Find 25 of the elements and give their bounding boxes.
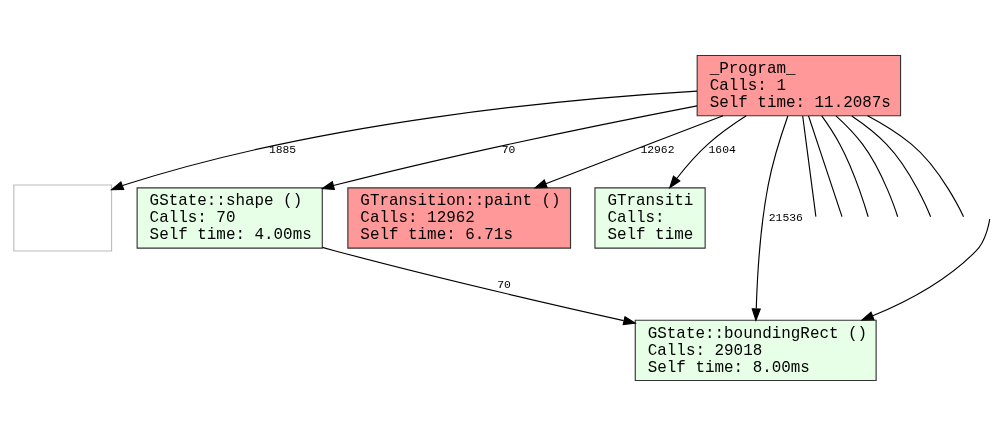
node-box <box>13 184 113 252</box>
connector <box>821 115 869 218</box>
arrow <box>751 115 789 322</box>
arrow <box>533 115 724 189</box>
connector <box>851 115 932 218</box>
node-box: GState::boundingRect () Calls: 29018 Self time: 8.00ms <box>634 319 877 382</box>
edge-label: 12962 <box>640 144 675 157</box>
node-box: GTransition::paint () Calls: 12962 Self time: 6.71s <box>347 187 572 249</box>
node-box: GState::shape () Calls: 70 Self time: 4.00ms <box>136 187 323 249</box>
node-box: GTransiti Calls: Self time <box>594 187 706 249</box>
node-box: _Program_ Calls: 1 Self time: 11.2087s <box>696 54 902 117</box>
edge-label: 21536 <box>768 211 803 224</box>
arrow <box>860 218 991 321</box>
arrow <box>321 246 637 326</box>
edge-label: 1604 <box>708 144 736 157</box>
edge-label: 70 <box>497 279 511 292</box>
connector <box>867 115 965 218</box>
connector <box>835 115 899 218</box>
edge-label: 70 <box>501 144 516 157</box>
connector <box>802 115 817 218</box>
connector <box>808 115 843 218</box>
edge-label: 1885 <box>268 144 297 157</box>
arrow <box>668 115 747 190</box>
arrow <box>110 90 698 191</box>
arrow <box>320 105 698 191</box>
